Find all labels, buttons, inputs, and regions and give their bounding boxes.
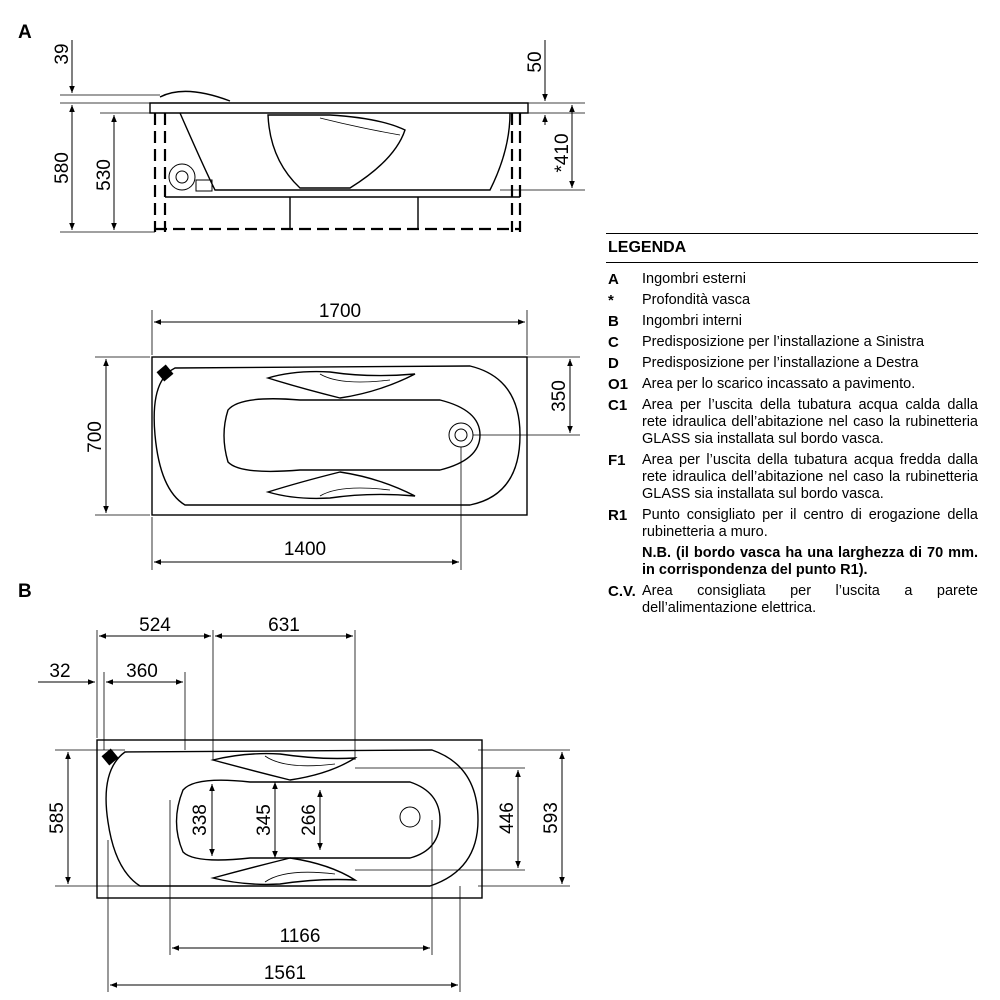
legend-text: Area per lo scarico incassato a paviment… — [642, 376, 916, 392]
legend-code: C.V. — [608, 583, 636, 600]
dim-530: 530 — [94, 159, 115, 191]
legend-code: B — [608, 313, 619, 330]
legend-item: R1 Punto consigliato per il centro di ero… — [606, 507, 978, 541]
plan-view-b-dimensions: 524 631 32 360 585 338 345 266 446 593 1… — [38, 615, 570, 992]
dim-345: 345 — [254, 804, 275, 836]
dim-39: 39 — [52, 43, 73, 64]
dim-350: 350 — [549, 380, 570, 412]
section-a-label: A — [18, 22, 32, 43]
legend-text: Predisposizione per l’installazione a De… — [642, 355, 919, 371]
legend-text: Profondità vasca — [642, 292, 751, 308]
dim-580: 580 — [52, 152, 73, 184]
legend-item: O1 Area per lo scarico incassato a pavime… — [606, 376, 978, 393]
legend-text: Area per l’uscita della tubatura acqua f… — [642, 452, 978, 502]
side-elevation-dimensions: 39 580 530 50 *410 — [52, 40, 585, 233]
plan-view-a — [151, 356, 528, 516]
dim-32: 32 — [49, 661, 70, 682]
dim-360: 360 — [126, 661, 158, 682]
legend-item: B Ingombri interni — [606, 313, 978, 330]
dim-1166: 1166 — [280, 926, 321, 947]
legend-code: F1 — [608, 452, 626, 469]
legend-panel: LEGENDA A Ingombri esterni * Profondità va… — [606, 233, 978, 621]
dim-631: 631 — [268, 615, 300, 636]
side-elevation — [149, 90, 529, 232]
legend-title: LEGENDA — [606, 233, 978, 263]
legend-code: * — [608, 292, 614, 309]
legend-text: Predisposizione per l’installazione a Si… — [642, 334, 925, 350]
legend-text: Ingombri interni — [642, 313, 742, 329]
legend-text: Area per l’uscita della tubatura acqua c… — [642, 397, 978, 447]
legend-note: N.B. (il bordo vasca ha una larghezza di… — [642, 545, 978, 578]
dim-1700: 1700 — [319, 301, 361, 322]
dim-593: 593 — [541, 802, 562, 834]
legend-item: A Ingombri esterni — [606, 271, 978, 288]
legend-code: C1 — [608, 397, 628, 414]
dim-50: 50 — [525, 51, 546, 72]
legend-item: C.V. Area consigliata per l’uscita a pare… — [606, 583, 978, 617]
legend-item: C1 Area per l’uscita della tubatura acqua… — [606, 397, 978, 448]
legend-code: R1 — [608, 507, 628, 524]
dim-410: *410 — [552, 133, 573, 172]
plan-view-b — [96, 739, 483, 899]
legend-item: C Predisposizione per l’installazione a S… — [606, 334, 978, 351]
legend-code: C — [608, 334, 619, 351]
legend-item: * Profondità vasca — [606, 292, 978, 309]
legend-text: Area consigliata per l’uscita a parete d… — [642, 583, 978, 616]
dim-446: 446 — [497, 802, 518, 834]
dim-524: 524 — [139, 615, 171, 636]
legend-code: O1 — [608, 376, 629, 393]
legend-code: A — [608, 271, 619, 288]
legend-text: Punto consigliato per il centro di eroga… — [642, 507, 978, 540]
dim-1561: 1561 — [264, 963, 306, 984]
section-b-label: B — [18, 581, 32, 602]
dim-266: 266 — [299, 804, 320, 836]
legend-code: D — [608, 355, 619, 372]
dim-700: 700 — [85, 421, 106, 453]
plan-view-a-dimensions: 1700 700 350 1400 — [85, 301, 580, 570]
dim-338: 338 — [190, 804, 211, 836]
dim-585: 585 — [47, 802, 68, 834]
legend-item: D Predisposizione per l’installazione a D… — [606, 355, 978, 372]
dim-1400: 1400 — [284, 539, 326, 560]
legend-item: F1 Area per l’uscita della tubatura acqua… — [606, 452, 978, 503]
legend-text: Ingombri esterni — [642, 271, 746, 287]
